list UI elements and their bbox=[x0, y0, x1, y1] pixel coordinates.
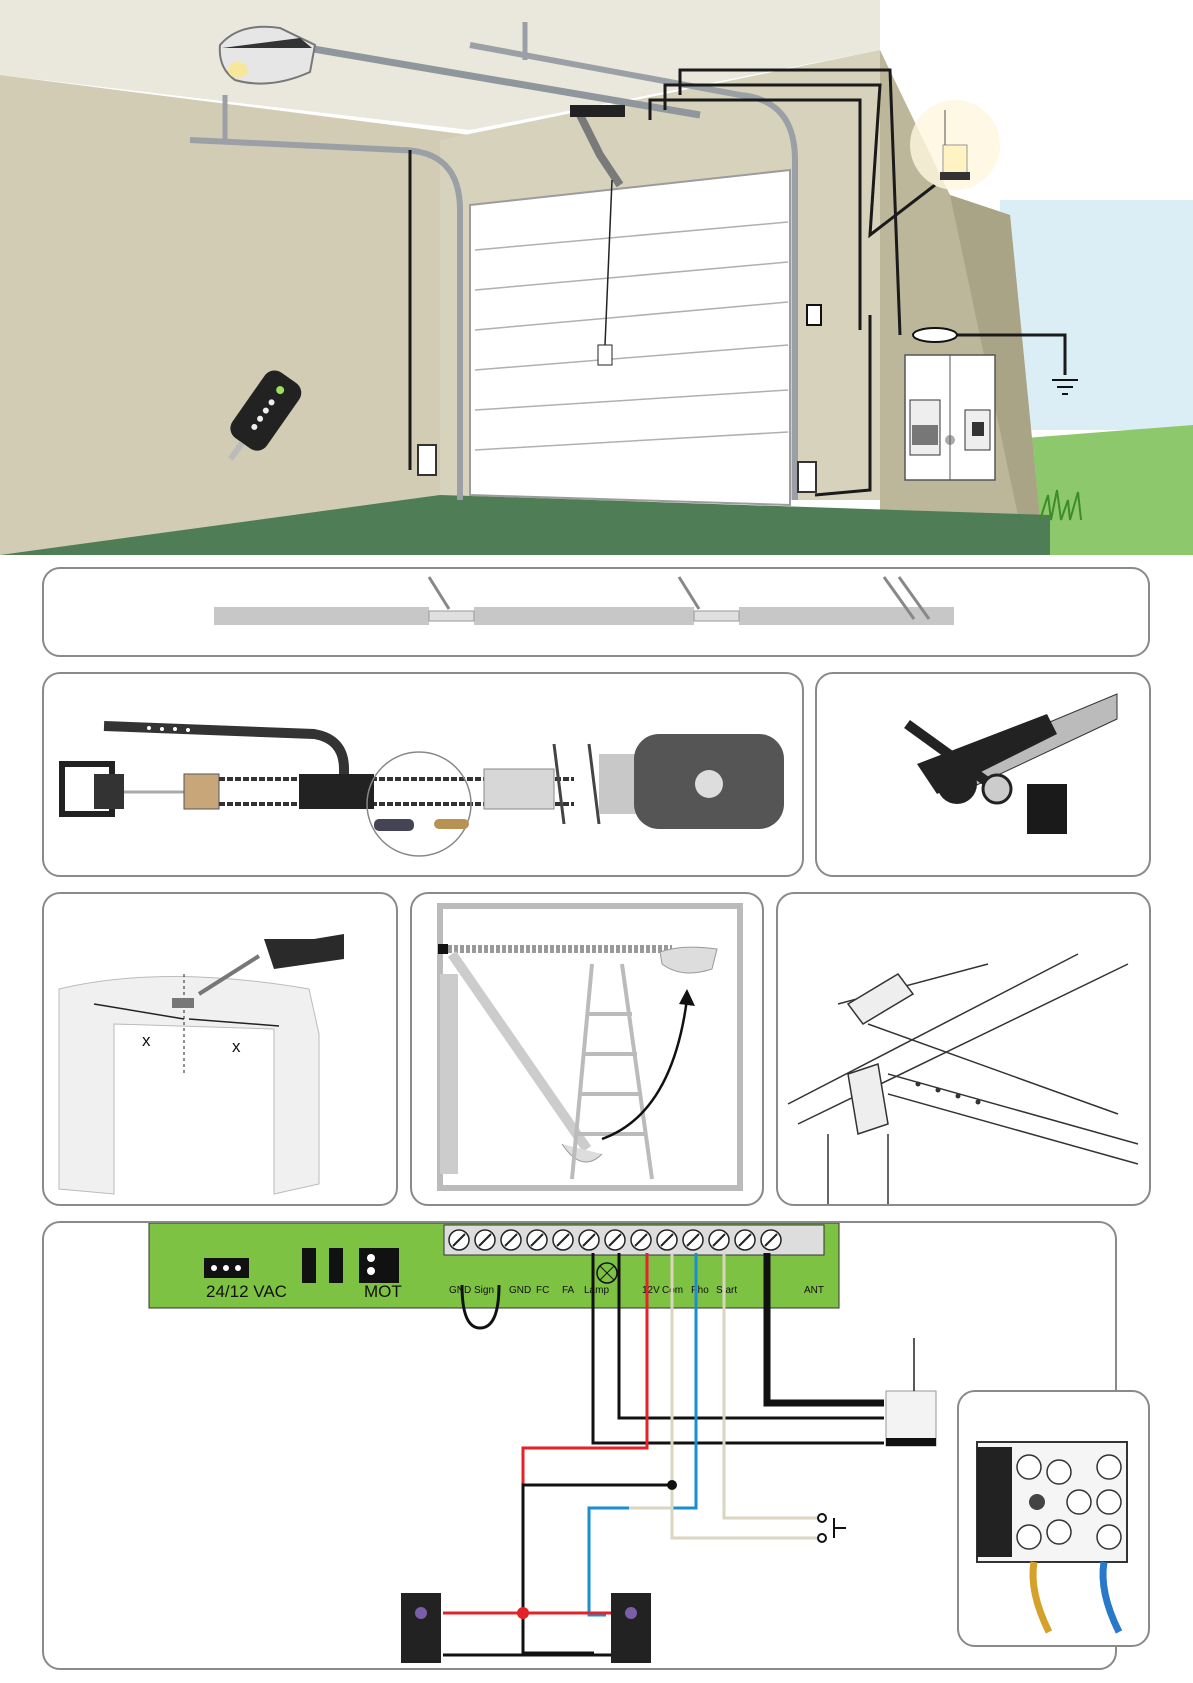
chain-drive bbox=[44, 674, 802, 875]
photocell-receiver bbox=[611, 1593, 651, 1663]
wire-junction-black bbox=[667, 1480, 677, 1490]
rail-sections bbox=[44, 569, 1148, 655]
terminal-block-panel bbox=[957, 1390, 1150, 1647]
motor-connection-panel bbox=[815, 672, 1151, 877]
terminal-label-lamp: Lamp bbox=[584, 1285, 609, 1296]
sky bbox=[1000, 200, 1193, 430]
distance-right-label: x bbox=[232, 1037, 241, 1056]
photocell-left bbox=[418, 445, 436, 475]
terminal-label-gnd: GND bbox=[509, 1285, 531, 1296]
power-label: 24/12 VAC bbox=[206, 1282, 287, 1301]
distance-left-label: x bbox=[142, 1031, 151, 1050]
sectional-door bbox=[470, 170, 790, 505]
terminal-label-start: Start bbox=[716, 1285, 737, 1296]
photocell-transmitter bbox=[401, 1593, 441, 1663]
wall-switch bbox=[807, 305, 821, 325]
wires bbox=[443, 1253, 884, 1655]
push-button bbox=[818, 1514, 846, 1542]
motor-label: MOT bbox=[364, 1282, 402, 1301]
chain-drive-panel bbox=[42, 672, 804, 877]
rail-bracket bbox=[778, 894, 1149, 1204]
junction bbox=[913, 328, 957, 342]
terminal-label-fc: FC bbox=[536, 1285, 549, 1296]
terminal-label-sign: Sign bbox=[474, 1285, 494, 1296]
rail-assembly-panel bbox=[42, 567, 1150, 657]
terminal-label-gnd: GND bbox=[449, 1285, 471, 1296]
photocell-right bbox=[798, 462, 816, 492]
bracket-position-panel: x x bbox=[42, 892, 398, 1206]
rail-head bbox=[817, 674, 1149, 875]
bracket-centering: x x bbox=[44, 894, 396, 1204]
terminal-label-ant: ANT bbox=[804, 1285, 824, 1296]
lifting-motor bbox=[412, 894, 762, 1204]
bracket-detail-panel bbox=[776, 892, 1151, 1206]
terminal-label-fa: FA bbox=[562, 1285, 575, 1296]
garage-illustration bbox=[0, 0, 1193, 555]
wire-junction-red bbox=[517, 1607, 529, 1619]
terminal-label-pho: Pho bbox=[691, 1285, 709, 1296]
motor-connector bbox=[359, 1248, 399, 1283]
flashing-lamp-unit bbox=[886, 1391, 936, 1446]
flashing-lamp bbox=[910, 100, 1000, 190]
garage-scene bbox=[0, 0, 1193, 555]
circuit-breaker bbox=[905, 355, 995, 480]
terminal-label-12v: 12V bbox=[642, 1285, 660, 1296]
lift-motor-panel bbox=[410, 892, 764, 1206]
terminal-block bbox=[959, 1392, 1148, 1645]
